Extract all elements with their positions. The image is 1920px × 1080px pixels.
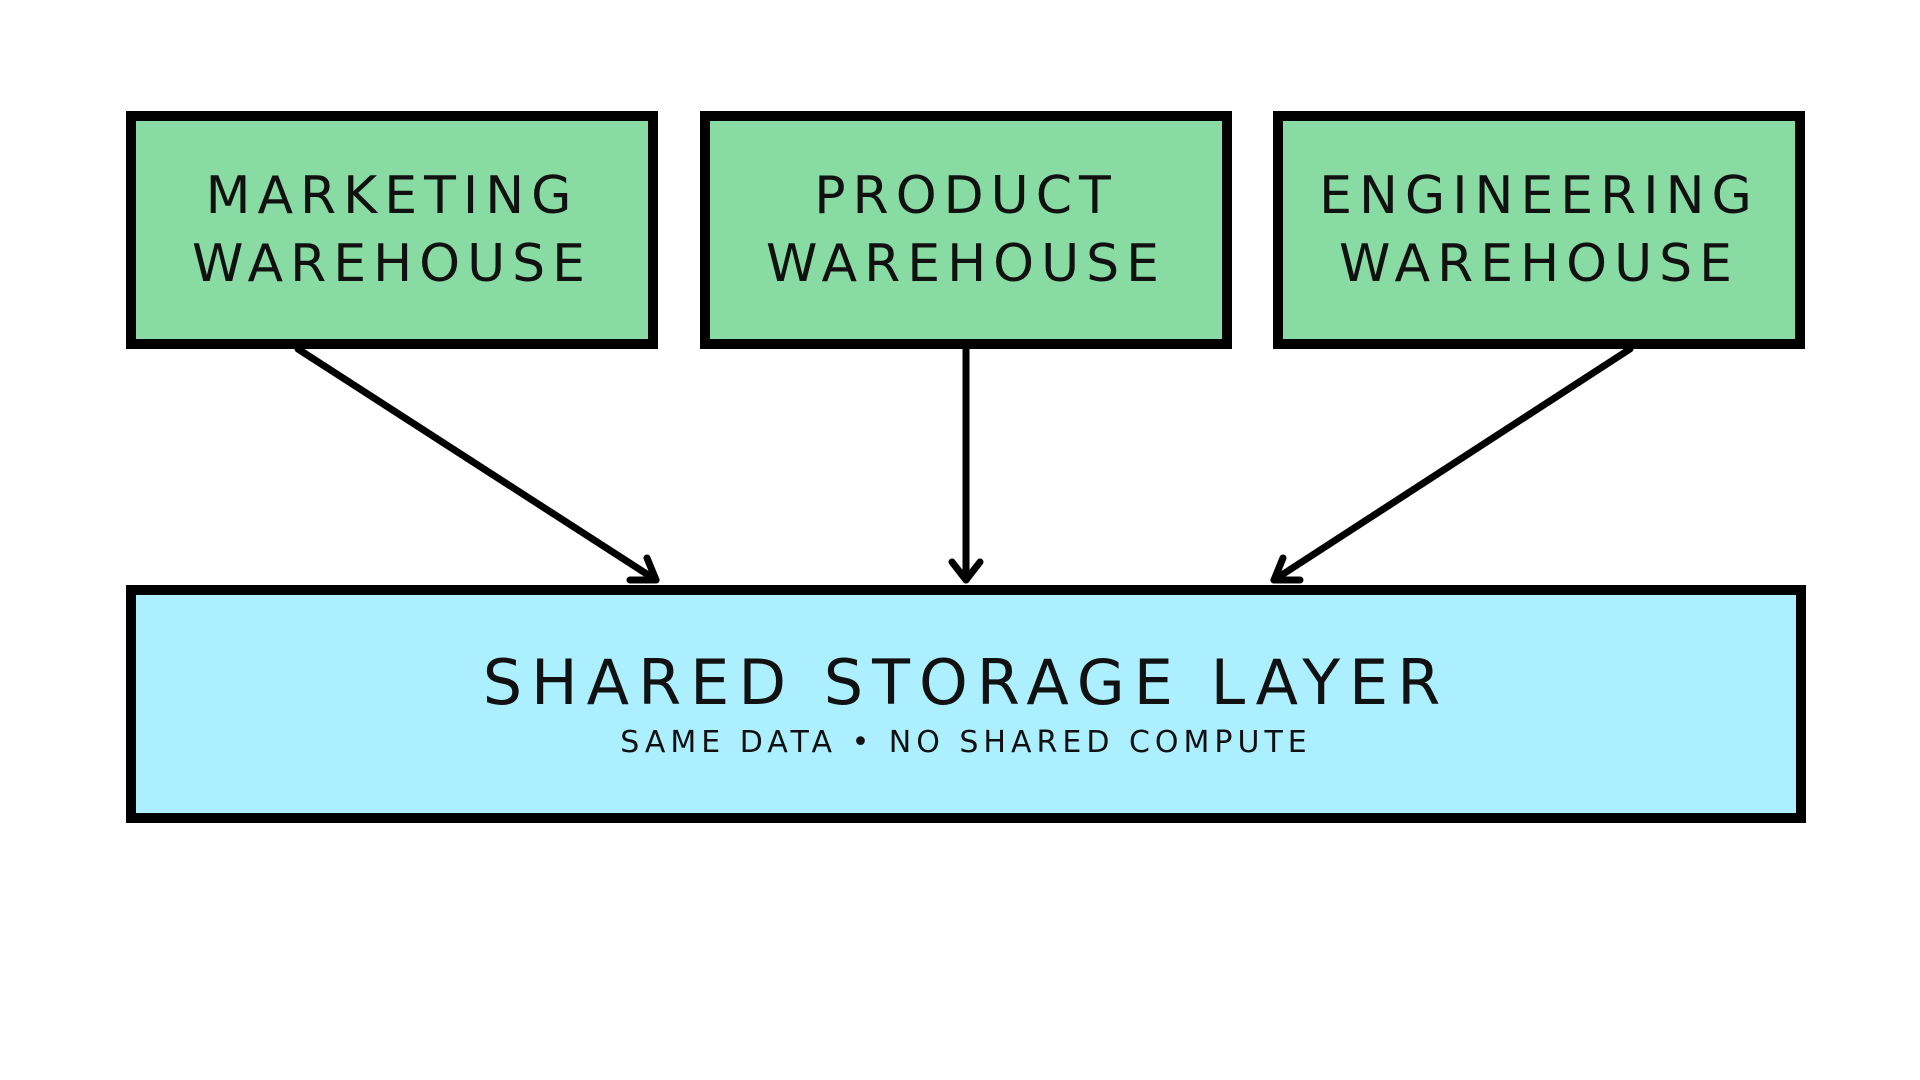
- product-warehouse-line2: WAREHOUSE: [765, 234, 1167, 294]
- marketing-warehouse-box: MARKETING WAREHOUSE: [126, 111, 658, 349]
- marketing-warehouse-line2: WAREHOUSE: [191, 234, 593, 294]
- engineering-warehouse-line2: WAREHOUSE: [1338, 234, 1740, 294]
- arrow-engineering-to-storage: [1270, 345, 1634, 584]
- engineering-warehouse-line1: ENGINEERING: [1319, 166, 1759, 226]
- engineering-warehouse-box: ENGINEERING WAREHOUSE: [1273, 111, 1805, 349]
- shared-storage-title: SHARED STORAGE LAYER: [482, 646, 1450, 719]
- arrowhead-marketing: [626, 554, 660, 584]
- arrow-marketing-to-storage: [294, 345, 660, 584]
- product-warehouse-line1: PRODUCT: [814, 166, 1118, 226]
- arrowhead-product: [948, 558, 984, 584]
- marketing-warehouse-line1: MARKETING: [205, 166, 579, 226]
- arrowhead-engineering: [1270, 554, 1304, 584]
- shared-storage-box: SHARED STORAGE LAYER SAME DATA • NO SHAR…: [126, 585, 1806, 823]
- product-warehouse-box: PRODUCT WAREHOUSE: [700, 111, 1232, 349]
- shared-storage-subtitle: SAME DATA • NO SHARED COMPUTE: [620, 725, 1312, 760]
